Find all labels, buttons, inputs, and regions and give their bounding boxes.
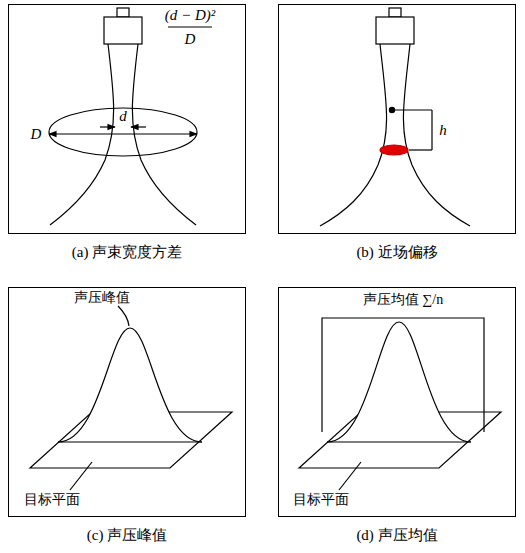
width-arrow-d [100, 126, 115, 127]
beam-section-ellipse [49, 108, 197, 156]
offset-bracket [431, 110, 432, 150]
panel-caption: (c) 声压峰值 [87, 526, 167, 544]
dimension-label: h [439, 122, 447, 139]
leader-line [118, 306, 129, 326]
dimension-label: d [119, 108, 127, 125]
offset-bracket [409, 149, 432, 150]
actual-focus-spot [380, 145, 408, 155]
width-arrow-d [131, 126, 146, 127]
transducer-body [104, 17, 142, 44]
panel-frame: (d) 声压均值 [278, 287, 516, 517]
leader-line [70, 462, 92, 490]
fraction-bar [168, 26, 212, 27]
pressure-base [58, 441, 202, 442]
pressure-bell [327, 322, 471, 442]
mean-label: 声压均值 ∑/n [363, 292, 443, 307]
transducer-connector [389, 8, 401, 17]
transducer-body [376, 17, 414, 44]
dimension-label: D [31, 126, 42, 143]
panel-caption: (b) 近场偏移 [356, 243, 437, 261]
formula-numerator: (d − D)² [165, 7, 215, 24]
panel-frame: (c) 声压峰值 [8, 287, 246, 517]
offset-bracket [392, 109, 432, 110]
panel-frame: (b) 近场偏移 [278, 4, 516, 234]
mean-bracket [322, 318, 484, 432]
width-arrow-D [49, 133, 197, 134]
panel-caption: (d) 声压均值 [356, 526, 437, 544]
formula-denominator: D [185, 31, 196, 48]
peak-label: 声压峰值 [74, 290, 130, 305]
plane-label: 目标平面 [24, 492, 80, 507]
panel-frame: (a) 声束宽度方差 [8, 4, 246, 234]
plane-label: 目标平面 [293, 492, 349, 507]
beam-edge [403, 44, 470, 226]
leader-line [339, 462, 361, 490]
beam-edge [320, 44, 387, 226]
transducer-connector [117, 8, 129, 17]
pressure-base [327, 441, 471, 442]
pressure-bell [58, 328, 202, 442]
panel-caption: (a) 声束宽度方差 [72, 243, 182, 261]
